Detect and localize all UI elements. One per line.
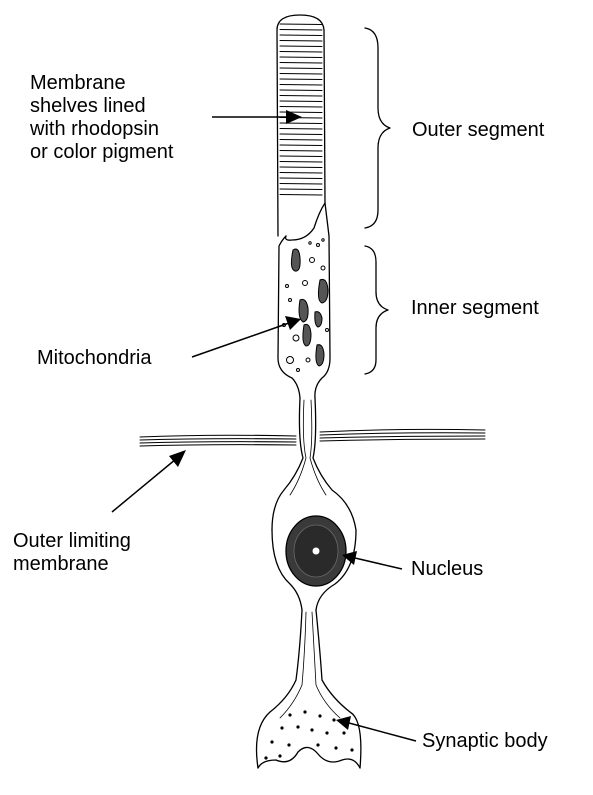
membrane-shelf-line	[280, 134, 322, 135]
outer-limiting-membrane	[140, 429, 485, 446]
outer-limiting-membrane-label-line: Outer limiting	[13, 530, 131, 553]
connecting-stalk	[272, 398, 356, 530]
membrane-shelf-line	[280, 57, 322, 58]
mitochondria-arrow	[192, 316, 301, 357]
membrane-shelves	[280, 24, 322, 195]
membrane-shelf-line	[280, 167, 322, 168]
membrane-shelf-line	[280, 96, 322, 97]
membrane-shelf-line	[280, 35, 322, 36]
outer-segment-label: Outer segment	[412, 119, 544, 142]
synaptic-body-label: Synaptic body	[422, 730, 548, 753]
inner-segment-brace	[365, 246, 388, 374]
membrane-shelves-label-line: with rhodopsin	[30, 118, 173, 141]
membrane-shelf-line	[280, 189, 322, 190]
membrane-arrow	[212, 110, 302, 124]
outer-limiting-membrane-arrow	[112, 450, 186, 512]
inner-segment	[278, 203, 330, 398]
membrane-shelf-line	[280, 156, 322, 157]
axon	[257, 610, 361, 768]
membrane-shelf-line	[280, 151, 322, 152]
membrane-shelf-line	[280, 63, 322, 64]
membrane-shelf-line	[280, 129, 322, 130]
membrane-shelves-label: Membrane shelves lined with rhodopsin or…	[30, 72, 173, 164]
membrane-shelf-line	[280, 68, 322, 69]
membrane-shelves-label-line: shelves lined	[30, 95, 173, 118]
membrane-shelf-line	[280, 162, 322, 163]
membrane-shelf-line	[280, 30, 322, 31]
outer-limiting-membrane-label-line: membrane	[13, 553, 131, 576]
inner-segment-label: Inner segment	[411, 297, 539, 320]
membrane-shelf-line	[280, 46, 322, 47]
outer-segment	[277, 15, 325, 240]
membrane-shelf-line	[280, 173, 322, 174]
membrane-shelf-line	[280, 24, 322, 25]
membrane-shelf-line	[280, 184, 322, 185]
membrane-shelf-line	[280, 195, 322, 196]
nucleus-label: Nucleus	[411, 558, 483, 581]
membrane-shelves-label-line: or color pigment	[30, 141, 173, 164]
synaptic-body-arrow	[336, 716, 416, 741]
outer-segment-brace	[365, 28, 390, 228]
outer-limiting-membrane-label: Outer limiting membrane	[13, 530, 131, 576]
mitochondria-label: Mitochondria	[37, 347, 152, 370]
membrane-shelf-line	[280, 145, 322, 146]
membrane-shelf-line	[280, 101, 322, 102]
membrane-shelf-line	[280, 85, 322, 86]
membrane-shelves-label-line: Membrane	[30, 72, 173, 95]
membrane-shelf-line	[280, 140, 322, 141]
membrane-shelf-line	[280, 41, 322, 42]
membrane-shelf-line	[280, 79, 322, 80]
membrane-shelf-line	[280, 178, 322, 179]
membrane-shelf-line	[280, 52, 322, 53]
membrane-shelf-line	[280, 90, 322, 91]
nucleus-arrow	[342, 551, 402, 569]
nucleus	[286, 516, 346, 586]
membrane-shelf-line	[280, 74, 322, 75]
membrane-shelf-line	[280, 107, 322, 108]
